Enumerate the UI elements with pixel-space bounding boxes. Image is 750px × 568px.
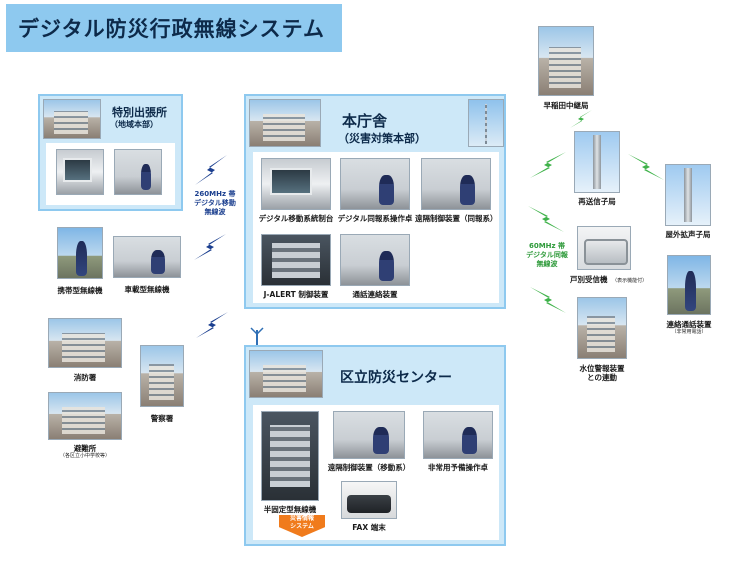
j-alert-photo <box>261 234 331 286</box>
green-wave-icon <box>628 154 664 180</box>
shelter-label-main: 避難所 <box>73 444 97 453</box>
broadcast-freq-line2: デジタル同報 <box>526 250 568 259</box>
remote-control-mobile-label: 遠隔制御装置（移動系） <box>327 463 411 472</box>
police-station-label: 警察署 <box>150 414 174 423</box>
water-alarm-photo <box>577 297 627 359</box>
mobile-freq-line1: 260MHz 帯 <box>194 190 236 198</box>
arrow-line2: システム <box>290 522 314 530</box>
broadcast-console-photo <box>340 158 410 210</box>
main-office-inner: デジタル移動系統制台 デジタル同報系操作卓 遠隔制御装置（同報系） J-ALER… <box>253 152 499 303</box>
portable-radio-label: 携帯型無線機 <box>57 286 103 295</box>
home-receiver-photo <box>577 226 631 270</box>
mobile-console-photo <box>261 158 331 210</box>
blue-wave-icon <box>194 234 226 260</box>
green-wave-icon <box>530 287 566 313</box>
title-banner: デジタル防災行政無線システム <box>6 4 342 52</box>
mobile-freq-line2: デジタル移動 <box>194 198 236 207</box>
intercom-device-label: 連絡通話装置 （非常用電話） <box>655 320 723 335</box>
main-office-panel: 本庁舎 （災害対策本部） デジタル移動系統制台 デジタル同報系操作卓 遠隔制御装… <box>244 94 506 309</box>
home-receiver-label-main: 戸別受信機 <box>570 275 608 284</box>
broadcast-freq-line1: 60MHz 帯 <box>528 242 566 250</box>
shelter-photo <box>48 392 122 440</box>
branch-subtitle: （地域本部） <box>110 120 158 129</box>
fire-station-photo <box>48 318 122 368</box>
home-receiver-label: 戸別受信機 （表示機能付） <box>570 275 647 284</box>
branch-equipment-photo <box>56 149 104 195</box>
branch-title: 特別出張所 <box>112 106 167 119</box>
broadcast-freq-line3: 無線波 <box>536 259 558 268</box>
intercom-label: 通話連絡装置 <box>352 290 398 299</box>
intercom-photo <box>340 234 410 286</box>
remote-control-mobile-photo <box>333 411 405 459</box>
main-office-subtitle: （災害対策本部） <box>338 132 426 145</box>
portable-radio-photo <box>57 227 103 279</box>
intercom-device-photo <box>667 255 711 315</box>
mobile-frequency-label: 260MHz 帯 デジタル移動 無線波 <box>184 190 246 216</box>
antenna-tower-photo <box>468 99 504 147</box>
police-station-photo <box>140 345 184 407</box>
outdoor-speaker-label: 屋外拡声子局 <box>665 230 711 239</box>
water-alarm-label-line1: 水位警報装置 <box>579 364 625 373</box>
retransmit-station-label: 再送信子局 <box>578 197 616 206</box>
fax-photo <box>341 481 397 519</box>
blue-wave-icon <box>195 155 227 185</box>
water-alarm-label: 水位警報装置 との連動 <box>566 364 638 382</box>
mobile-console-label: デジタル移動系統制台 <box>258 214 334 223</box>
disaster-center-inner: 半固定型無線機 遠隔制御装置（移動系） 非常用予備操作卓 FAX 端末 <box>253 405 499 540</box>
vehicle-radio-photo <box>113 236 181 278</box>
outdoor-speaker-photo <box>665 164 711 226</box>
page-title: デジタル防災行政無線システム <box>18 17 325 41</box>
mobile-freq-line3: 無線波 <box>204 207 226 216</box>
intercom-device-label-main: 連絡通話装置 <box>666 320 712 329</box>
fire-station-label: 消防署 <box>73 373 97 382</box>
disaster-info-arrow: 災害情報 システム <box>279 515 325 537</box>
j-alert-label: J-ALERT 制御装置 <box>263 290 329 299</box>
relay-station-photo <box>538 26 594 96</box>
main-office-building-photo <box>249 99 321 147</box>
disaster-center-panel: 区立防災センター 半固定型無線機 遠隔制御装置（移動系） 非常用予備操作卓 FA… <box>244 345 506 546</box>
relay-station-label: 早稲田中継局 <box>543 101 589 110</box>
arrow-line1: 災害情報 <box>289 515 314 522</box>
remote-control-broadcast-photo <box>421 158 491 210</box>
green-wave-icon <box>530 152 566 178</box>
antenna-icon <box>250 327 264 346</box>
main-office-title: 本庁舎 <box>342 112 388 130</box>
broadcast-frequency-label: 60MHz 帯 デジタル同報 無線波 <box>518 242 576 268</box>
home-receiver-label-sub: （表示機能付） <box>612 278 648 284</box>
branch-building-photo <box>43 99 101 139</box>
branch-operator-photo <box>114 149 162 195</box>
special-branch-panel: 特別出張所 （地域本部） <box>38 94 183 211</box>
branch-inner <box>46 143 175 205</box>
semi-fixed-radio-label: 半固定型無線機 <box>263 505 317 514</box>
fax-label: FAX 端末 <box>352 523 386 532</box>
disaster-center-title: 区立防災センター <box>340 370 452 386</box>
disaster-center-building-photo <box>249 350 323 398</box>
broadcast-console-label: デジタル同報系操作卓 <box>337 214 413 223</box>
remote-control-broadcast-label: 遠隔制御装置（同報系） <box>415 214 498 223</box>
water-alarm-label-line2: との連動 <box>587 373 617 382</box>
green-wave-icon <box>528 206 564 232</box>
shelter-label-sub: （各区立小中学校等） <box>59 453 110 459</box>
semi-fixed-radio-photo <box>261 411 319 501</box>
retransmit-station-photo <box>574 131 620 193</box>
green-wave-icon <box>570 110 592 128</box>
intercom-device-label-sub: （非常用電話） <box>671 329 707 335</box>
backup-console-label: 非常用予備操作卓 <box>428 463 488 472</box>
vehicle-radio-label: 車載型無線機 <box>124 285 170 294</box>
shelter-label: 避難所 （各区立小中学校等） <box>40 444 130 459</box>
backup-console-photo <box>423 411 493 459</box>
blue-wave-icon <box>196 312 228 338</box>
